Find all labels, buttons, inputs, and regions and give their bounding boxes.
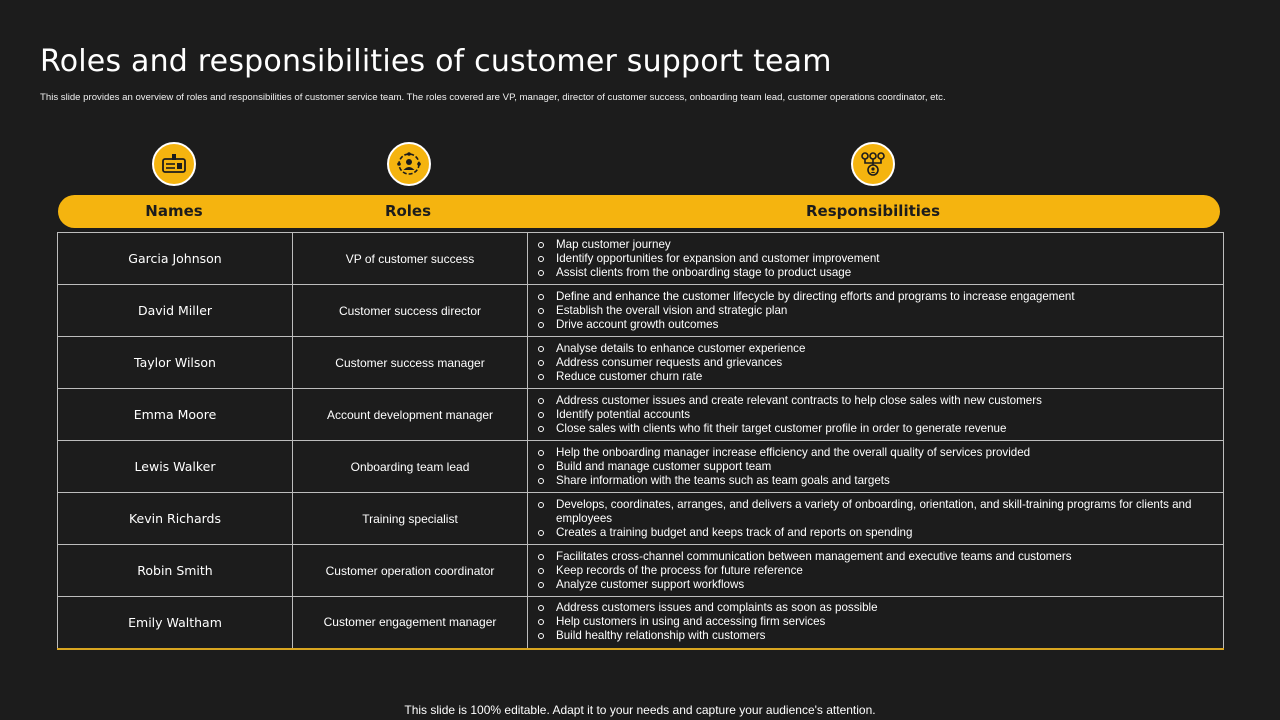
- responsibilities-cell: Facilitates cross-channel communication …: [527, 544, 1224, 597]
- responsibilities-cell: Develops, coordinates, arranges, and del…: [527, 492, 1224, 545]
- responsibility-item: Keep records of the process for future r…: [538, 564, 1209, 578]
- responsibilities-list: Develops, coordinates, arranges, and del…: [538, 498, 1209, 540]
- name-cell: Emma Moore: [57, 388, 293, 441]
- responsibility-item: Identify potential accounts: [538, 408, 1209, 422]
- responsibilities-cell: Analyse details to enhance customer expe…: [527, 336, 1224, 389]
- role-cell: VP of customer success: [292, 232, 528, 285]
- role-cell: Onboarding team lead: [292, 440, 528, 493]
- name-cell: Kevin Richards: [57, 492, 293, 545]
- responsibility-item: Address consumer requests and grievances: [538, 356, 1209, 370]
- responsibility-item: Close sales with clients who fit their t…: [538, 422, 1209, 436]
- responsibility-item: Creates a training budget and keeps trac…: [538, 526, 1209, 540]
- name-cell: David Miller: [57, 284, 293, 337]
- responsibility-item: Reduce customer churn rate: [538, 370, 1209, 384]
- responsibilities-cell: Address customers issues and complaints …: [527, 596, 1224, 649]
- responsibilities-list: Address customers issues and complaints …: [538, 601, 1209, 643]
- responsibilities-list: Facilitates cross-channel communication …: [538, 550, 1209, 592]
- name-cell: Garcia Johnson: [57, 232, 293, 285]
- responsibilities-cell: Address customer issues and create relev…: [527, 388, 1224, 441]
- role-cell: Customer operation coordinator: [292, 544, 528, 597]
- responsibility-item: Analyse details to enhance customer expe…: [538, 342, 1209, 356]
- responsibility-item: Analyze customer support workflows: [538, 578, 1209, 592]
- role-cell: Customer success manager: [292, 336, 528, 389]
- role-cell: Account development manager: [292, 388, 528, 441]
- responsibility-item: Build healthy relationship with customer…: [538, 629, 1209, 643]
- responsibilities-cell: Help the onboarding manager increase eff…: [527, 440, 1224, 493]
- responsibility-item: Establish the overall vision and strateg…: [538, 304, 1209, 318]
- responsibility-item: Define and enhance the customer lifecycl…: [538, 290, 1209, 304]
- responsibilities-list: Analyse details to enhance customer expe…: [538, 342, 1209, 384]
- header-names: Names: [145, 202, 203, 220]
- responsibility-item: Assist clients from the onboarding stage…: [538, 266, 1209, 280]
- header-responsibilities: Responsibilities: [805, 202, 941, 220]
- responsibility-item: Develops, coordinates, arranges, and del…: [538, 498, 1209, 526]
- responsibility-item: Build and manage customer support team: [538, 460, 1209, 474]
- table-header-bar: Names Roles Responsibilities: [58, 195, 1220, 228]
- responsibility-item: Help the onboarding manager increase eff…: [538, 446, 1209, 460]
- name-cell: Taylor Wilson: [57, 336, 293, 389]
- flowchart-person-icon: [851, 142, 895, 186]
- header-roles: Roles: [384, 202, 432, 220]
- role-cell: Training specialist: [292, 492, 528, 545]
- role-cell: Customer engagement manager: [292, 596, 528, 649]
- responsibilities-list: Define and enhance the customer lifecycl…: [538, 290, 1209, 332]
- responsibility-item: Share information with the teams such as…: [538, 474, 1209, 488]
- responsibility-item: Address customer issues and create relev…: [538, 394, 1209, 408]
- team-network-icon: [387, 142, 431, 186]
- role-cell: Customer success director: [292, 284, 528, 337]
- responsibilities-cell: Define and enhance the customer lifecycl…: [527, 284, 1224, 337]
- page-title: Roles and responsibilities of customer s…: [40, 44, 832, 79]
- responsibility-item: Identify opportunities for expansion and…: [538, 252, 1209, 266]
- name-cell: Lewis Walker: [57, 440, 293, 493]
- responsibilities-list: Help the onboarding manager increase eff…: [538, 446, 1209, 488]
- name-cell: Emily Waltham: [57, 596, 293, 649]
- responsibility-item: Address customers issues and complaints …: [538, 601, 1209, 615]
- page-subtitle: This slide provides an overview of roles…: [40, 92, 946, 103]
- id-card-icon: [152, 142, 196, 186]
- responsibility-item: Help customers in using and accessing fi…: [538, 615, 1209, 629]
- name-cell: Robin Smith: [57, 544, 293, 597]
- responsibility-item: Drive account growth outcomes: [538, 318, 1209, 332]
- footer-note: This slide is 100% editable. Adapt it to…: [404, 703, 876, 717]
- responsibilities-list: Address customer issues and create relev…: [538, 394, 1209, 436]
- responsibility-item: Map customer journey: [538, 238, 1209, 252]
- responsibility-item: Facilitates cross-channel communication …: [538, 550, 1209, 564]
